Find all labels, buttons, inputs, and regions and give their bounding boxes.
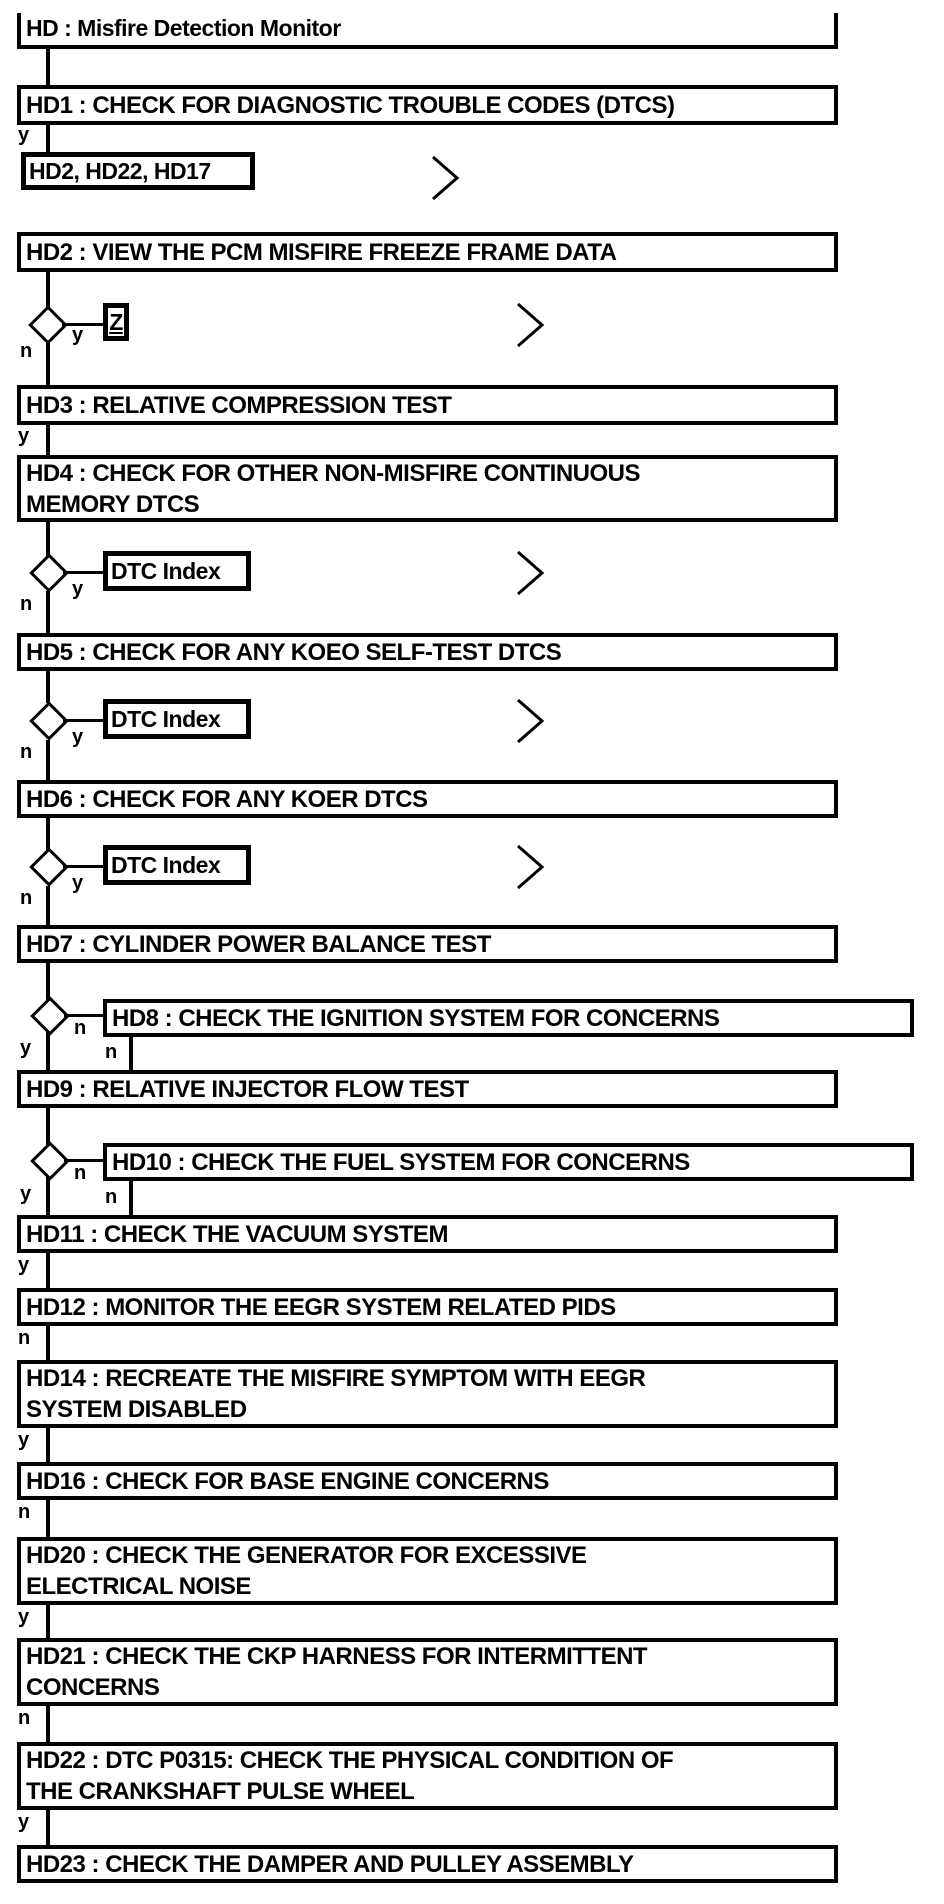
chevron-right-icon <box>517 698 545 744</box>
chevron-right-icon <box>432 155 460 201</box>
node-hd16[interactable]: HD16 : CHECK FOR BASE ENGINE CONCERNS <box>17 1462 838 1500</box>
branch-label-yes: y <box>18 1254 30 1276</box>
connector-hd6-decision <box>46 818 50 853</box>
branch-label-no: n <box>20 741 33 763</box>
branch-label-no: n <box>18 1707 31 1729</box>
node-hd8[interactable]: HD8 : CHECK THE IGNITION SYSTEM FOR CONC… <box>103 999 914 1037</box>
node-hd6[interactable]: HD6 : CHECK FOR ANY KOER DTCS <box>17 780 838 818</box>
connector-hd7-decision <box>46 963 50 1003</box>
node-hd11[interactable]: HD11 : CHECK THE VACUUM SYSTEM <box>17 1215 838 1253</box>
connector-decision-hd3 <box>46 341 50 385</box>
branch-label-no: n <box>105 1041 118 1063</box>
node-hd23[interactable]: HD23 : CHECK THE DAMPER AND PULLEY ASSEM… <box>17 1845 838 1883</box>
branch-label-yes: y <box>72 324 84 346</box>
branch-label-yes: y <box>72 872 84 894</box>
branch-label-no: n <box>20 887 33 909</box>
chevron-right-icon <box>517 844 545 890</box>
ref-dtc-index-3[interactable]: DTC Index <box>103 845 251 885</box>
connector-hd12-hd14 <box>46 1326 50 1360</box>
connector-hd14-hd16 <box>46 1428 50 1462</box>
branch-label-yes: y <box>72 726 84 748</box>
branch-label-yes: y <box>20 1037 32 1059</box>
connector-decision-hd10 <box>64 1159 103 1162</box>
node-hd12[interactable]: HD12 : MONITOR THE EEGR SYSTEM RELATED P… <box>17 1288 838 1326</box>
branch-label-no: n <box>74 1017 87 1039</box>
node-hd1[interactable]: HD1 : CHECK FOR DIAGNOSTIC TROUBLE CODES… <box>17 85 838 125</box>
branch-label-yes: y <box>18 1811 30 1833</box>
node-hd3[interactable]: HD3 : RELATIVE COMPRESSION TEST <box>17 385 838 425</box>
connector-decision-hd7 <box>46 886 50 925</box>
node-hd7[interactable]: HD7 : CYLINDER POWER BALANCE TEST <box>17 925 838 963</box>
node-hd5[interactable]: HD5 : CHECK FOR ANY KOEO SELF-TEST DTCS <box>17 633 838 671</box>
node-hd2[interactable]: HD2 : VIEW THE PCM MISFIRE FREEZE FRAME … <box>17 232 838 272</box>
connector-decision-dtc3 <box>63 865 104 868</box>
connector-hd5-decision <box>46 671 50 703</box>
chevron-right-icon <box>517 302 545 348</box>
branch-label-no: n <box>20 340 33 362</box>
node-hd21[interactable]: HD21 : CHECK THE CKP HARNESS FOR INTERMI… <box>17 1638 838 1706</box>
connector-decision-z <box>62 323 104 326</box>
connector-hd11-hd12 <box>46 1253 50 1288</box>
branch-label-yes: y <box>18 1606 30 1628</box>
branch-label-yes: y <box>18 1429 30 1451</box>
connector-decision-dtc1 <box>63 571 104 574</box>
branch-label-no: n <box>105 1186 118 1208</box>
connector-hd16-hd20 <box>46 1500 50 1537</box>
connector-hd22-hd23 <box>46 1810 50 1845</box>
node-hd9[interactable]: HD9 : RELATIVE INJECTOR FLOW TEST <box>17 1070 838 1108</box>
branch-label-no: n <box>20 593 33 615</box>
branch-label-yes: y <box>18 124 30 146</box>
connector-hd9-decision <box>46 1108 50 1147</box>
connector-hd21-hd22 <box>46 1706 50 1742</box>
node-hd14[interactable]: HD14 : RECREATE THE MISFIRE SYMPTOM WITH… <box>17 1360 838 1428</box>
ref-hd1-targets[interactable]: HD2, HD22, HD17 <box>21 152 255 190</box>
ref-dtc-index-2[interactable]: DTC Index <box>103 699 251 739</box>
branch-label-no: n <box>74 1162 87 1184</box>
connector-decision-hd6 <box>46 740 50 780</box>
node-hd22[interactable]: HD22 : DTC P0315: CHECK THE PHYSICAL CON… <box>17 1742 838 1810</box>
connector-decision-hd9 <box>46 1032 50 1070</box>
node-hd4[interactable]: HD4 : CHECK FOR OTHER NON-MISFIRE CONTIN… <box>17 455 838 522</box>
connector-hd4-decision <box>46 522 50 556</box>
connector-decision-hd11 <box>46 1177 50 1215</box>
connector-decision-hd5 <box>46 591 50 633</box>
connector-decision-hd8 <box>64 1014 103 1017</box>
branch-label-yes: y <box>18 425 30 447</box>
node-hd20[interactable]: HD20 : CHECK THE GENERATOR FOR EXCESSIVE… <box>17 1537 838 1605</box>
connector-hd1-refs <box>46 125 50 152</box>
flowchart-title: HD : Misfire Detection Monitor <box>17 13 838 49</box>
connector-hd8-hd9 <box>129 1037 133 1070</box>
connector-hd2-decision <box>46 272 50 311</box>
branch-label-no: n <box>18 1501 31 1523</box>
connector-hd10-hd11 <box>129 1181 133 1215</box>
branch-label-yes: y <box>20 1183 32 1205</box>
connector-hd20-hd21 <box>46 1605 50 1638</box>
connector-title-hd1 <box>46 49 50 85</box>
branch-label-yes: y <box>72 578 84 600</box>
chevron-right-icon <box>517 550 545 596</box>
node-hd10[interactable]: HD10 : CHECK THE FUEL SYSTEM FOR CONCERN… <box>103 1143 914 1181</box>
z-link-label: Z <box>109 308 123 335</box>
connector-decision-dtc2 <box>63 719 104 722</box>
ref-dtc-index-1[interactable]: DTC Index <box>103 551 251 591</box>
branch-label-no: n <box>18 1327 31 1349</box>
connector-hd3-hd4 <box>46 425 50 455</box>
ref-z-pinpoint[interactable]: Z <box>103 303 129 341</box>
